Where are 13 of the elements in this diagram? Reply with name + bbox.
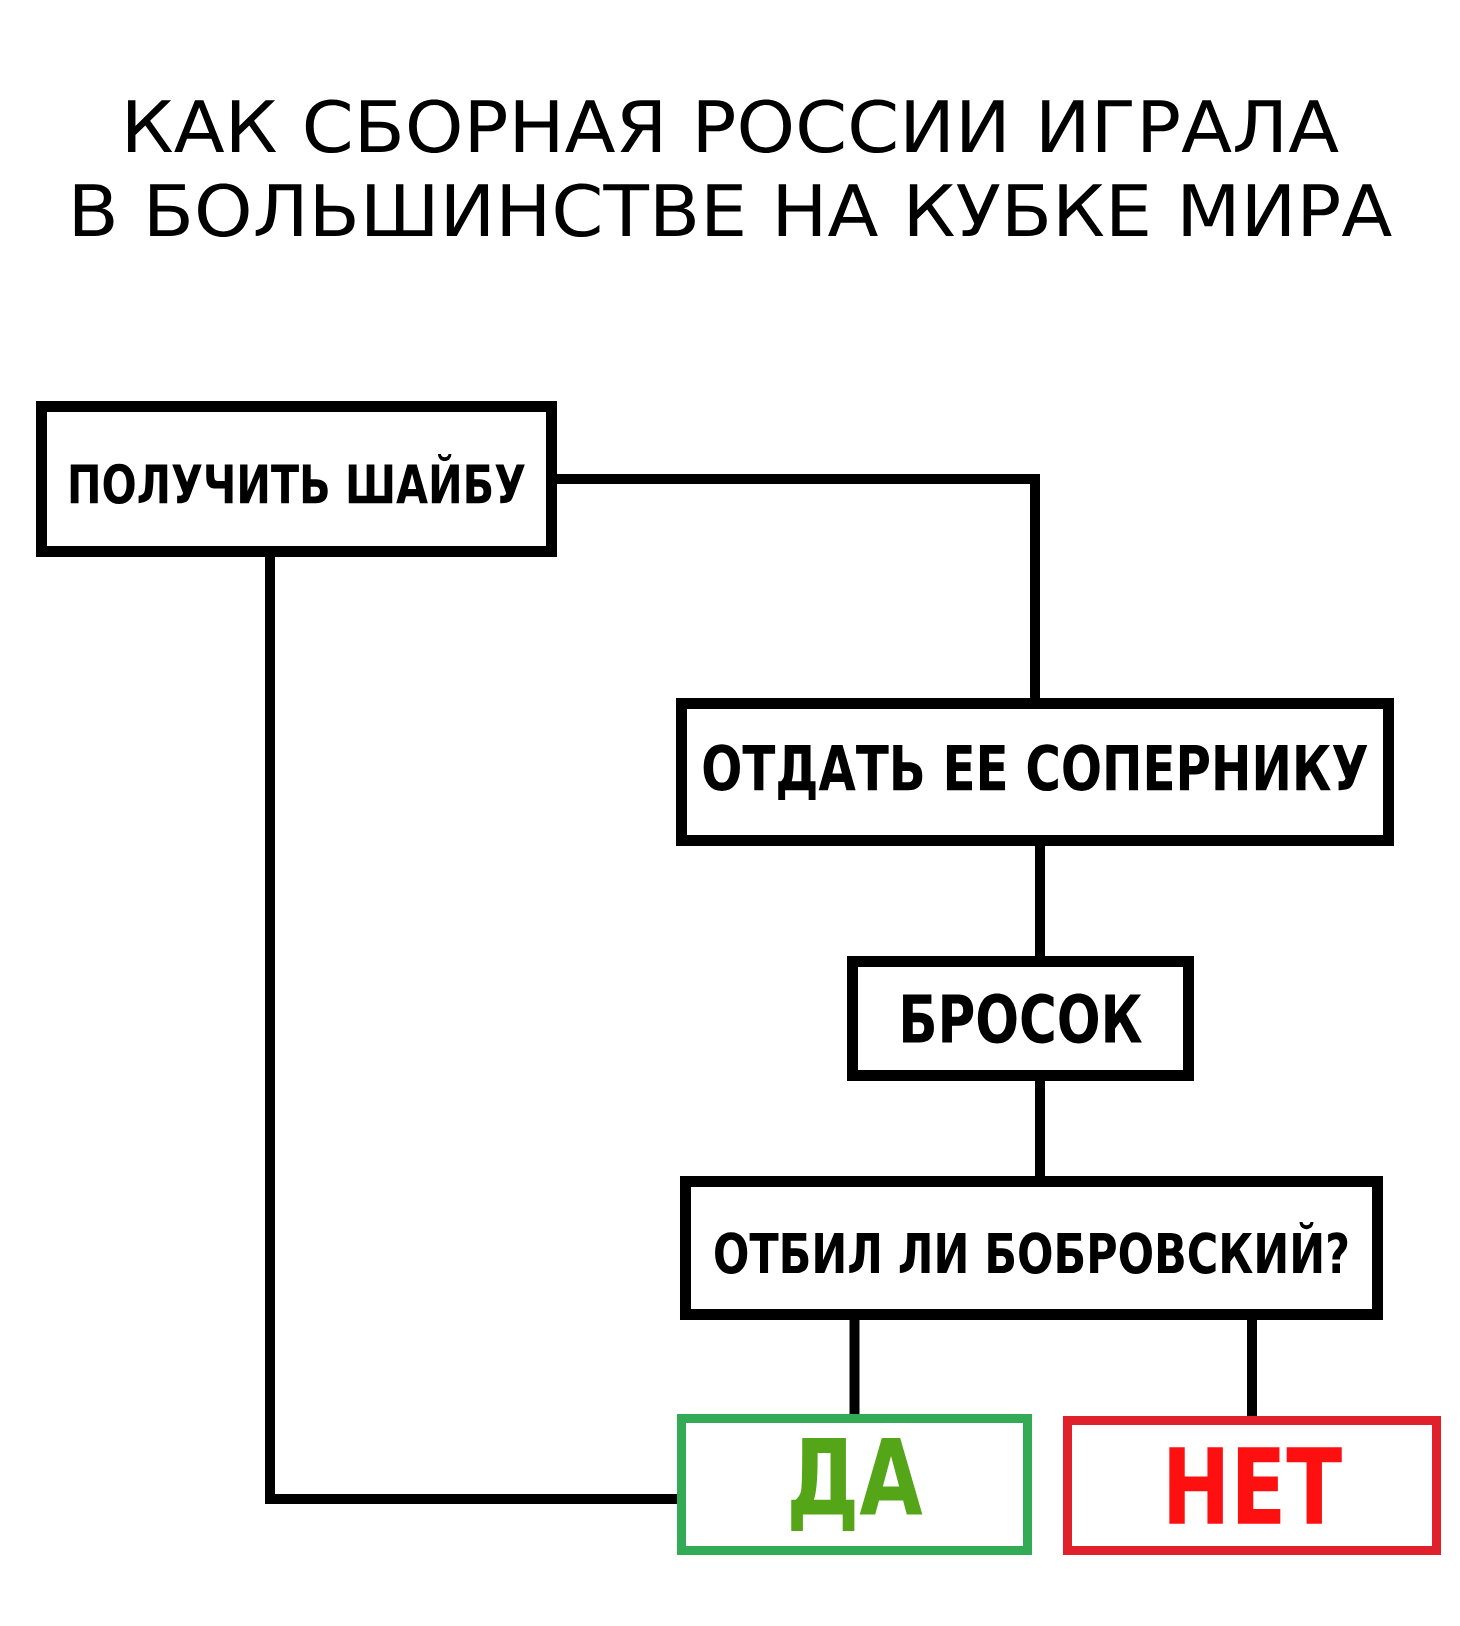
connector-line [265,557,677,1504]
connector-line [1035,1081,1045,1176]
question-box: ОТБИЛ ЛИ БОБРОВСКИЙ? [680,1176,1383,1320]
outcome-box: НЕТ [1063,1416,1441,1555]
process-box: ОТДАТЬ ЕЕ СОПЕРНИКУ [676,698,1394,846]
title: КАК СБОРНАЯ РОССИИ ИГРАЛА В БОЛЬШИНСТВЕ НА КУБКЕ МИРА [74,99,1392,238]
connector-line [1247,1320,1257,1416]
process-box: ПОЛУЧИТЬ ШАЙБУ [36,401,557,557]
connector-line [1035,846,1045,956]
process-box: БРОСОК [847,956,1194,1081]
connector-line [557,474,1040,698]
connector-line [849,1320,860,1414]
outcome-box: ДА [677,1414,1032,1555]
